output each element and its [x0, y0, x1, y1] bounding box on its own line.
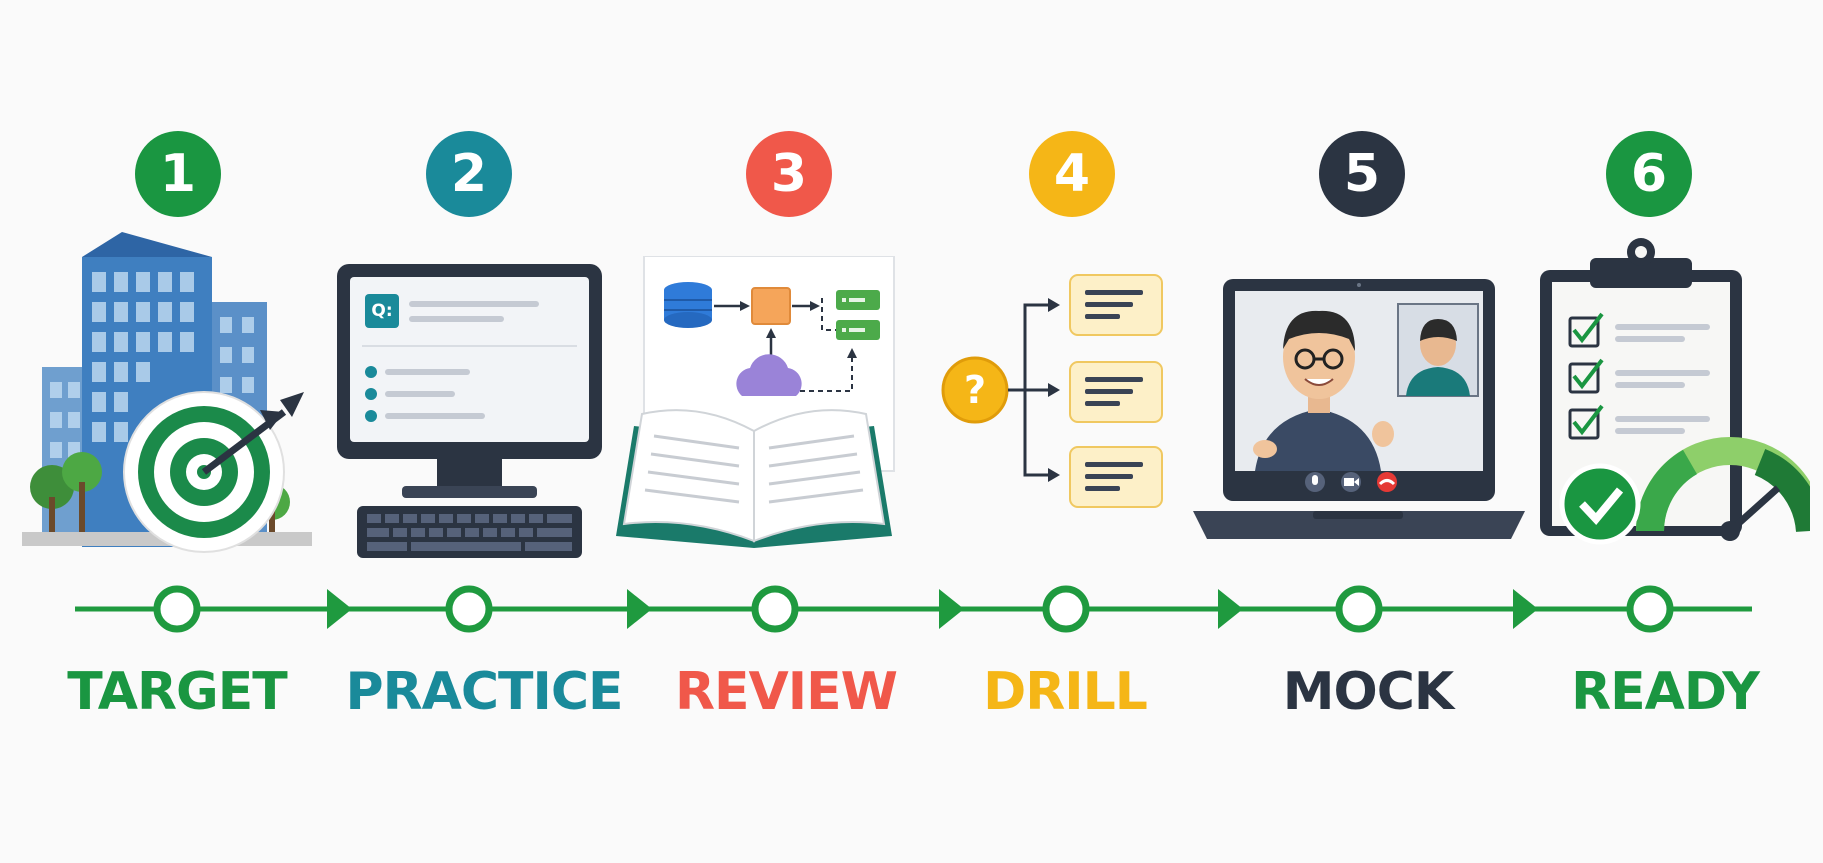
timeline-arrow-5	[1513, 589, 1538, 629]
office-building-with-target-icon	[22, 232, 312, 553]
timeline-arrow-4	[1218, 589, 1243, 629]
step-5-label: MOCK	[1282, 662, 1454, 722]
timeline-node-2	[445, 585, 493, 633]
timeline-node-3	[751, 585, 799, 633]
clipboard-checklist-gauge-icon	[1540, 238, 1810, 545]
timeline-node-5	[1335, 585, 1383, 633]
timeline-arrow-1	[327, 589, 352, 629]
step-4-number: 4	[1029, 131, 1115, 217]
step-4-label: DRILL	[983, 662, 1148, 722]
timeline-node-6	[1626, 585, 1674, 633]
desktop-computer-question-icon: Q:	[337, 264, 602, 564]
step-6-label: READY	[1571, 662, 1760, 722]
question-branching-cards-icon: ?	[940, 270, 1165, 515]
step-5-number: 5	[1319, 131, 1405, 217]
question-badge: Q:	[371, 301, 393, 321]
step-1-number: 1	[135, 131, 221, 217]
open-book-system-diagram-icon	[616, 256, 895, 548]
question-mark: ?	[963, 368, 987, 412]
step-2-label: PRACTICE	[345, 662, 623, 722]
step-1-label: TARGET	[67, 662, 287, 722]
timeline-node-1	[153, 585, 201, 633]
timeline-arrow-3	[939, 589, 964, 629]
step-3-label: REVIEW	[674, 662, 898, 722]
timeline-arrow-2	[627, 589, 652, 629]
step-2-number: 2	[426, 131, 512, 217]
timeline-node-4	[1042, 585, 1090, 633]
step-3-number: 3	[746, 131, 832, 217]
laptop-video-call-icon	[1193, 279, 1525, 539]
step-6-number: 6	[1606, 131, 1692, 217]
